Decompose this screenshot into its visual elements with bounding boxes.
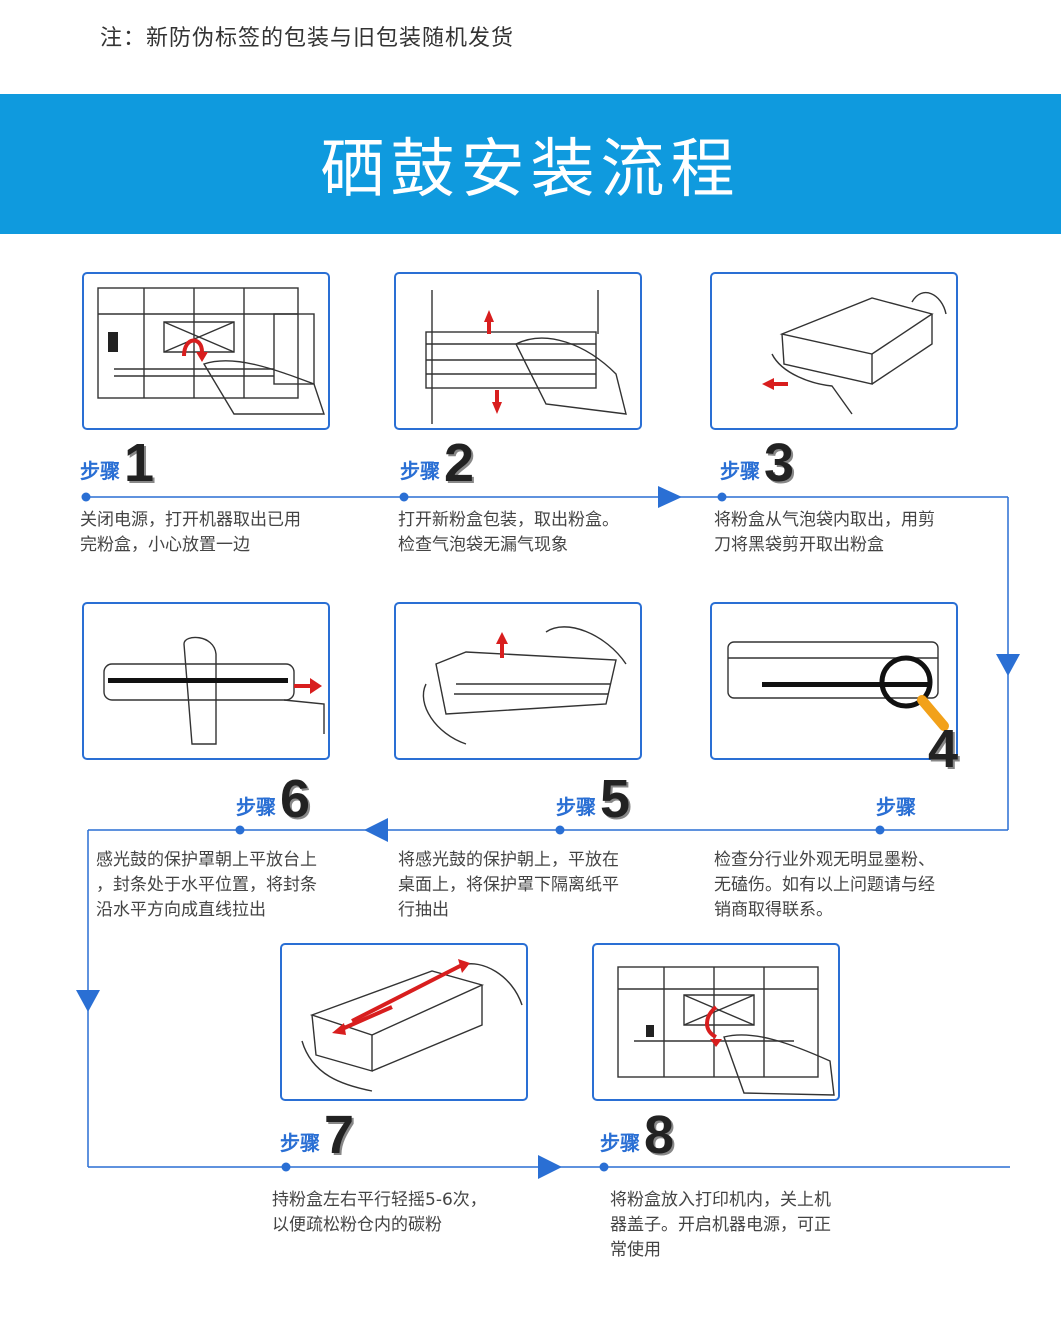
step-3-description: 将粉盒从气泡袋内取出，用剪刀将黑袋剪开取出粉盒 (714, 510, 935, 555)
step-word: 步骤 (556, 795, 596, 819)
step-8-description: 将粉盒放入打印机内，关上机器盖子。开启机器电源，可正常使用 (610, 1190, 831, 1260)
step-word: 步骤 (720, 459, 760, 483)
arrow-down-icon (76, 990, 100, 1012)
step-number: 5 (600, 769, 631, 829)
arrow-right-icon (538, 1155, 562, 1179)
page-title: 硒鼓安装流程 (320, 133, 741, 207)
step-4-number-overlay: 4 (928, 719, 959, 779)
step-6-illustration (82, 602, 330, 760)
step-word: 步骤 (236, 795, 276, 819)
arrow-left-icon (364, 818, 388, 842)
title-banner: 硒鼓安装流程 (0, 94, 1061, 234)
step-8-label: 步骤 8 (600, 1102, 674, 1162)
step-word: 步骤 (400, 459, 440, 483)
step-number: 2 (444, 433, 475, 493)
step-2-description: 打开新粉盒包装，取出粉盒。检查气泡袋无漏气现象 (398, 510, 619, 555)
step-word: 步骤 (80, 459, 120, 483)
step-8-illustration (592, 943, 840, 1101)
step-1-label: 步骤 1 (80, 430, 154, 490)
step-7-label: 步骤 7 (280, 1102, 354, 1162)
step-5-description: 将感光鼓的保护朝上，平放在桌面上，将保护罩下隔离纸平行抽出 (398, 850, 619, 920)
step-number: 1 (124, 433, 155, 493)
step-7-illustration (280, 943, 528, 1101)
step-4-illustration (710, 602, 958, 760)
arrow-right-icon (658, 486, 682, 508)
step-number: 3 (764, 433, 795, 493)
step-2-label: 步骤 2 (400, 430, 474, 490)
arrow-down-icon (996, 654, 1020, 676)
step-5-label: 步骤 5 (556, 766, 630, 826)
step-number: 6 (280, 769, 311, 829)
step-word: 步骤 (600, 1131, 640, 1155)
step-1-illustration (82, 272, 330, 430)
step-1-description: 关闭电源，打开机器取出已用完粉盒，小心放置一边 (80, 510, 301, 555)
step-number: 8 (644, 1105, 675, 1165)
step-2-illustration (394, 272, 642, 430)
packaging-note: 注：新防伪标签的包装与旧包装随机发货 (100, 26, 515, 51)
step-number: 7 (324, 1105, 355, 1165)
step-3-illustration (710, 272, 958, 430)
step-word: 步骤 (876, 795, 916, 819)
step-6-label: 步骤 6 (236, 766, 310, 826)
step-4-label: 步骤 (876, 766, 920, 826)
step-word: 步骤 (280, 1131, 320, 1155)
step-6-description: 感光鼓的保护罩朝上平放台上，封条处于水平位置，将封条沿水平方向成直线拉出 (96, 850, 317, 920)
step-7-description: 持粉盒左右平行轻摇5-6次，以便疏松粉仓内的碳粉 (272, 1190, 487, 1235)
step-5-illustration (394, 602, 642, 760)
step-4-description: 检查分行业外观无明显墨粉、无磕伤。如有以上问题请与经销商取得联系。 (714, 850, 935, 920)
step-3-label: 步骤 3 (720, 430, 794, 490)
